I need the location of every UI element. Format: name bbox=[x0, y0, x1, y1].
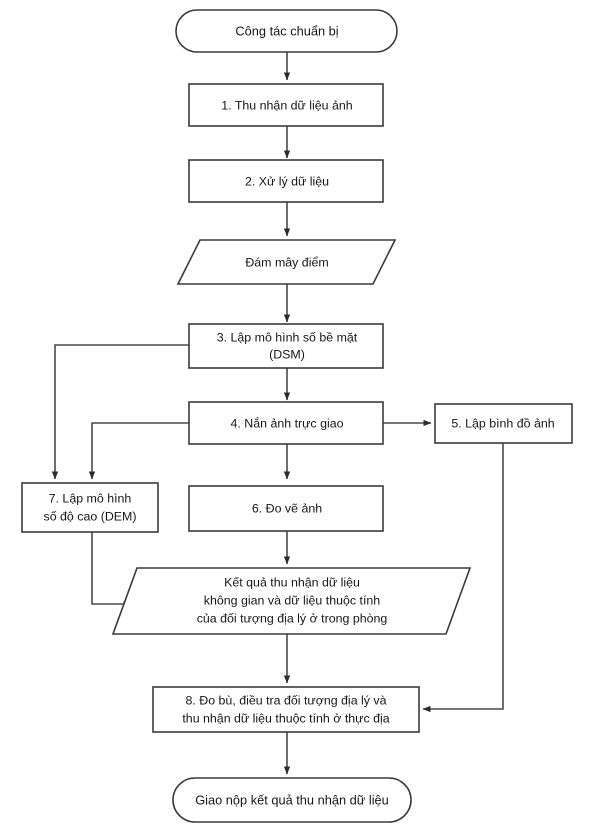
process-step-2-shape bbox=[188, 159, 384, 203]
process-step-7-dem-label-line2: số độ cao (DEM) bbox=[44, 509, 137, 523]
process-step-7-dem-shape bbox=[21, 482, 159, 533]
data-office-result-label-line3: của đối tượng địa lý ở trong phòng bbox=[197, 611, 388, 625]
process-step-3-dsm-label-line2: (DSM) bbox=[269, 347, 305, 361]
start-terminator-label: Công tác chuẩn bị bbox=[235, 23, 338, 38]
edge-step3-to-step7 bbox=[51, 344, 189, 480]
data-office-result-label-line1: Kết quả thu nhận dữ liệu bbox=[224, 575, 360, 589]
process-step-8-fieldwork-label-line1: 8. Đo bù, điều tra đối tượng địa lý và bbox=[185, 693, 386, 707]
process-step-4-orthorectify-shape bbox=[188, 401, 384, 445]
edge-step7-to-result bbox=[91, 532, 132, 608]
process-step-8-fieldwork: 8. Đo bù, điều tra đối tượng địa lý và t… bbox=[152, 686, 420, 733]
process-step-4-orthorectify: 4. Nắn ảnh trực giao bbox=[188, 401, 384, 445]
data-office-result: Kết quả thu nhận dữ liệu không gian và d… bbox=[111, 567, 472, 635]
process-step-5-orthomosaic-shape bbox=[434, 403, 573, 444]
process-step-2-label: 2. Xử lý dữ liệu bbox=[245, 174, 329, 188]
data-point-cloud-label: Đám mây điểm bbox=[245, 255, 328, 269]
start-terminator: Công tác chuẩn bị bbox=[175, 9, 398, 53]
process-step-1-shape bbox=[188, 83, 384, 127]
process-step-2: 2. Xử lý dữ liệu bbox=[188, 159, 384, 203]
process-step-4-orthorectify-label: 4. Nắn ảnh trực giao bbox=[231, 415, 344, 430]
data-point-cloud-shape bbox=[176, 239, 397, 285]
data-office-result-label-line2: không gian và dữ liệu thuộc tính bbox=[204, 593, 380, 607]
process-step-5-orthomosaic-label: 5. Lập bình đồ ảnh bbox=[451, 416, 554, 430]
process-step-3-dsm-label-line1: 3. Lập mô hình số bề mặt bbox=[217, 330, 358, 344]
process-step-6-plotting-shape bbox=[188, 485, 384, 532]
process-step-5-orthomosaic: 5. Lập bình đồ ảnh bbox=[434, 403, 573, 444]
end-terminator-shape bbox=[172, 777, 412, 823]
process-step-3-dsm-shape bbox=[188, 323, 384, 369]
process-step-8-fieldwork-label-line2: thu nhận dữ liệu thuộc tính ở thực địa bbox=[182, 711, 389, 725]
process-step-6-plotting-label: 6. Đo vẽ ảnh bbox=[252, 501, 322, 515]
data-office-result-shape bbox=[111, 567, 472, 635]
process-step-1: 1. Thu nhận dữ liệu ảnh bbox=[188, 83, 384, 127]
process-step-7-dem: 7. Lập mô hình số độ cao (DEM) bbox=[21, 482, 159, 533]
process-step-8-fieldwork-shape bbox=[152, 686, 420, 733]
end-terminator-label: Giao nộp kết quả thu nhận dữ liệu bbox=[195, 792, 389, 807]
process-step-3-dsm: 3. Lập mô hình số bề mặt (DSM) bbox=[188, 323, 384, 369]
process-step-1-label: 1. Thu nhận dữ liệu ảnh bbox=[221, 98, 352, 112]
edge-step4-to-step7 bbox=[88, 422, 189, 480]
edge-step5-to-step8 bbox=[422, 443, 504, 713]
process-step-6-plotting: 6. Đo vẽ ảnh bbox=[188, 485, 384, 532]
data-point-cloud: Đám mây điểm bbox=[176, 239, 397, 285]
end-terminator: Giao nộp kết quả thu nhận dữ liệu bbox=[172, 777, 412, 823]
start-terminator-shape bbox=[175, 9, 398, 53]
connector-layer bbox=[51, 52, 504, 775]
process-step-7-dem-label-line1: 7. Lập mô hình bbox=[49, 491, 132, 505]
